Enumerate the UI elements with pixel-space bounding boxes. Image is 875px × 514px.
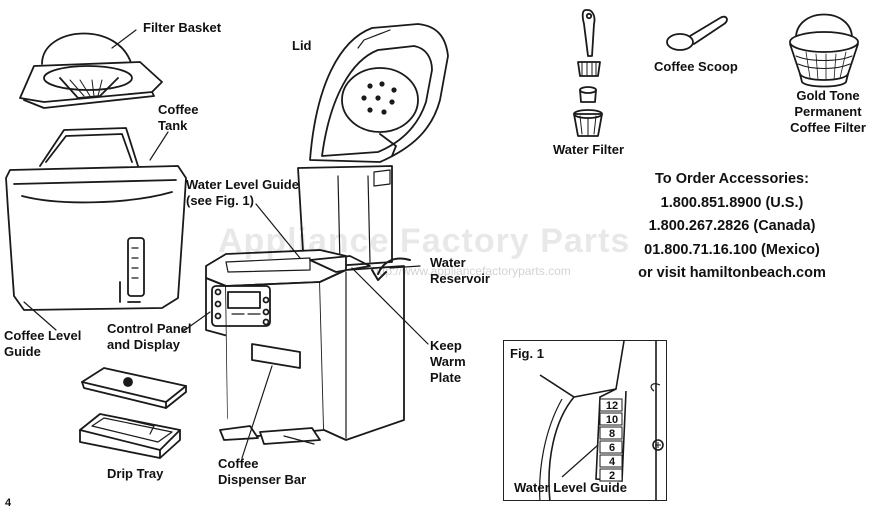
label-coffee-scoop: Coffee Scoop bbox=[654, 59, 738, 74]
label-lid: Lid bbox=[292, 38, 312, 53]
order-accessories-block: To Order Accessories: 1.800.851.8900 (U.… bbox=[612, 168, 852, 286]
label-filter-basket: Filter Basket bbox=[143, 20, 222, 35]
order-heading: To Order Accessories: bbox=[655, 171, 809, 187]
scale-mark-8: 8 bbox=[609, 428, 615, 440]
filter-basket-drawing bbox=[19, 32, 163, 109]
label-drip-tray: Drip Tray bbox=[107, 466, 164, 481]
figure-1-caption: Water Level Guide bbox=[514, 480, 627, 495]
figure-1-title: Fig. 1 bbox=[510, 346, 544, 361]
label-water-level-guide: Water Level Guide(see Fig. 1) bbox=[186, 177, 299, 208]
scale-mark-6: 6 bbox=[609, 442, 615, 454]
order-line-website: or visit hamiltonbeach.com bbox=[638, 265, 826, 281]
scale-mark-4: 4 bbox=[609, 456, 616, 468]
watermark-brand: Appliance Factory Parts bbox=[218, 222, 631, 260]
page-number: 4 bbox=[5, 497, 12, 509]
order-line-us: 1.800.851.8900 (U.S.) bbox=[660, 194, 804, 211]
figure-1-inset: 12 10 8 6 4 2 Fig. 1 Water Level Guide bbox=[503, 340, 667, 501]
coffee-tank-drawing bbox=[5, 127, 187, 311]
scale-mark-2: 2 bbox=[609, 470, 615, 482]
order-line-mexico: 01.800.71.16.100 (Mexico) bbox=[644, 241, 820, 258]
order-line-canada: 1.800.267.2826 (Canada) bbox=[648, 218, 816, 234]
coffee-scoop-drawing bbox=[666, 15, 728, 51]
coffee-maker-drawing bbox=[205, 23, 449, 445]
scale-mark-10: 10 bbox=[606, 414, 618, 426]
figure-1-drawing: 12 10 8 6 4 2 bbox=[539, 341, 664, 500]
drip-tray-drawing bbox=[79, 367, 187, 459]
watermark-url: http://www.appliancefactoryparts.com bbox=[372, 264, 571, 278]
gold-tone-filter-drawing bbox=[789, 13, 859, 88]
scale-mark-12: 12 bbox=[606, 400, 618, 412]
water-filter-drawing bbox=[573, 9, 603, 137]
label-water-filter: Water Filter bbox=[553, 142, 625, 157]
